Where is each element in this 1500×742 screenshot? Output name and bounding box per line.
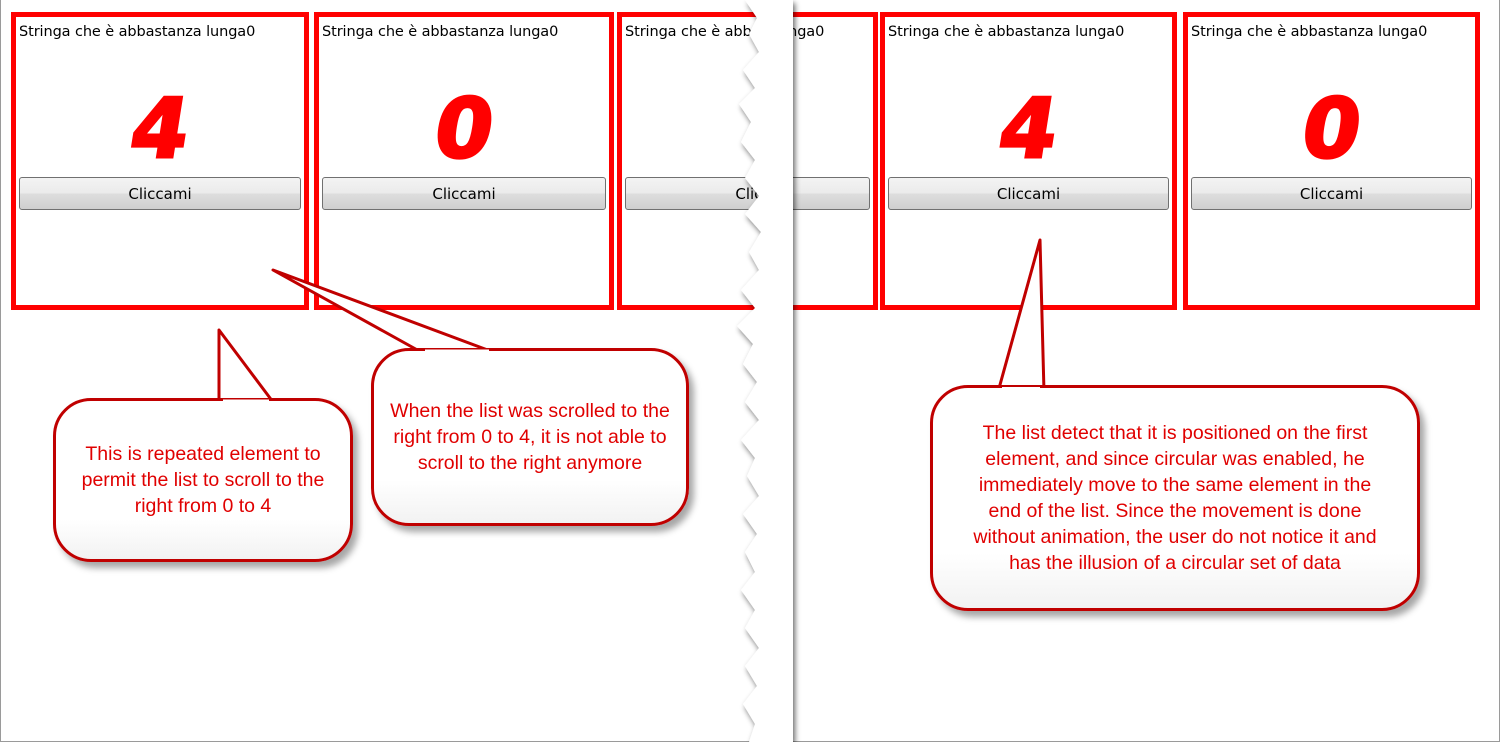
card-title: Stringa che è abbastanza lunga0: [322, 24, 559, 40]
left-screenshot-panel: Stringa che è abbastanza lunga0 4 Clicca…: [0, 0, 760, 742]
card-title: Stringa che è abbastanza lunga0: [1191, 24, 1428, 40]
card-title: Stringa che è abbastanza lunga0: [888, 24, 1125, 40]
callout-circular-jump: The list detect that it is positioned on…: [930, 385, 1420, 611]
cliccami-button[interactable]: Cliccami: [322, 177, 606, 210]
cliccami-button[interactable]: Cliccami: [625, 177, 760, 210]
right-screenshot-panel: Stringa che è abbastanza lunga0 Stringa …: [790, 0, 1500, 742]
list-card: Stringa che è abbastanza lunga0 Cliccami: [617, 12, 760, 310]
callout-scroll-limit: When the list was scrolled to the right …: [371, 348, 689, 526]
torn-paper-divider: [737, 0, 793, 742]
card-title: Stringa che è abbastanza lunga0: [19, 24, 256, 40]
cliccami-button[interactable]: Cliccami: [19, 177, 301, 210]
cliccami-button[interactable]: [790, 177, 870, 210]
cliccami-button[interactable]: Cliccami: [1191, 177, 1472, 210]
list-card: Stringa che è abbastanza lunga0 0 Clicca…: [314, 12, 614, 310]
card-title: Stringa che è abbastanza lunga0: [625, 24, 760, 40]
list-card: Stringa che è abbastanza lunga0 0 Clicca…: [1183, 12, 1480, 310]
callout-text: This is repeated element to permit the l…: [81, 443, 325, 517]
callout-repeated-element: This is repeated element to permit the l…: [53, 398, 353, 562]
callout-tail: [996, 238, 1046, 394]
cliccami-button[interactable]: Cliccami: [888, 177, 1169, 210]
callout-text: The list detect that it is positioned on…: [973, 422, 1377, 574]
callout-text: When the list was scrolled to the right …: [390, 400, 670, 474]
list-card: Stringa che è abbastanza lunga0 4 Clicca…: [880, 12, 1177, 310]
list-card: Stringa che è abbastanza lunga0: [790, 12, 878, 310]
list-card: Stringa che è abbastanza lunga0 4 Clicca…: [11, 12, 309, 310]
card-title: Stringa che è abbastanza lunga0: [790, 24, 825, 40]
